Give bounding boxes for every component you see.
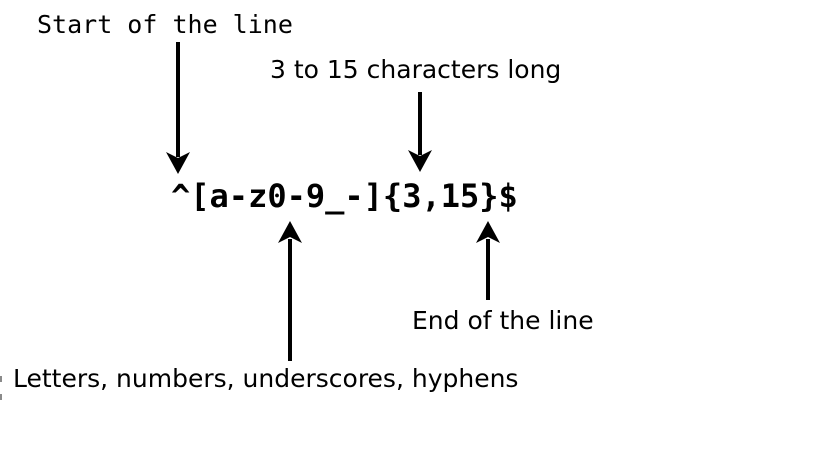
length-label: 3 to 15 characters long xyxy=(270,55,562,84)
arrow-up-icon xyxy=(476,221,500,300)
start-of-line-label: Start of the line xyxy=(37,10,293,39)
end-of-line-label: End of the line xyxy=(412,306,594,335)
regex-pattern: ^[a-z0-9_-]{3,15}$ xyxy=(171,177,518,215)
arrow-down-icon xyxy=(408,92,432,172)
arrow-down-icon xyxy=(166,42,190,174)
edge-artifact xyxy=(0,394,2,400)
arrow-up-icon xyxy=(278,221,302,361)
character-class-label: Letters, numbers, underscores, hyphens xyxy=(13,364,519,393)
edge-artifact xyxy=(0,376,2,382)
